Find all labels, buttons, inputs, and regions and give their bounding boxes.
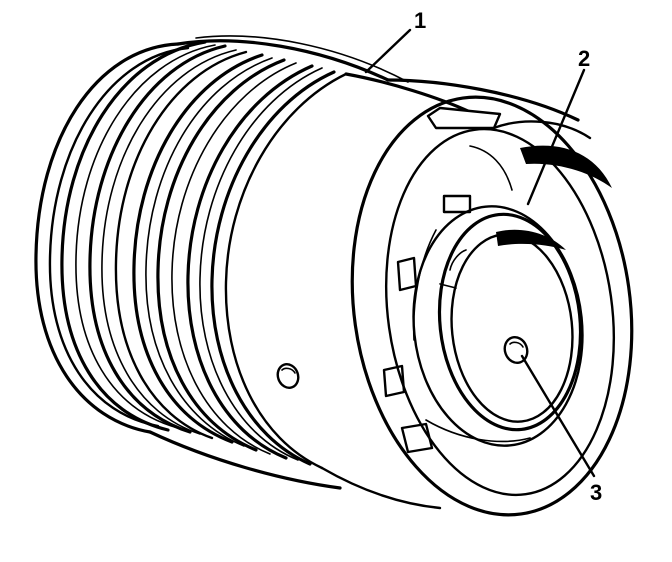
sleeve-slot-bottom [400, 422, 434, 454]
sleeve-slot-lower-left [382, 364, 406, 398]
center-piston [437, 212, 583, 432]
callout-label-1: 1 [414, 8, 426, 33]
leader-line-2 [526, 68, 586, 206]
callout-label-2: 2 [578, 46, 590, 71]
sleeve-slot-top [442, 194, 472, 214]
leader-line-3 [520, 354, 596, 478]
inner-sleeve [382, 194, 584, 454]
callout-leaders [364, 28, 596, 478]
body-hole [276, 363, 300, 389]
front-shell [320, 72, 634, 517]
callout-label-3: 3 [590, 480, 602, 505]
grooved-outer-body [34, 35, 409, 490]
sleeve-slot-upper-left [396, 256, 418, 292]
leader-line-1 [364, 28, 412, 74]
